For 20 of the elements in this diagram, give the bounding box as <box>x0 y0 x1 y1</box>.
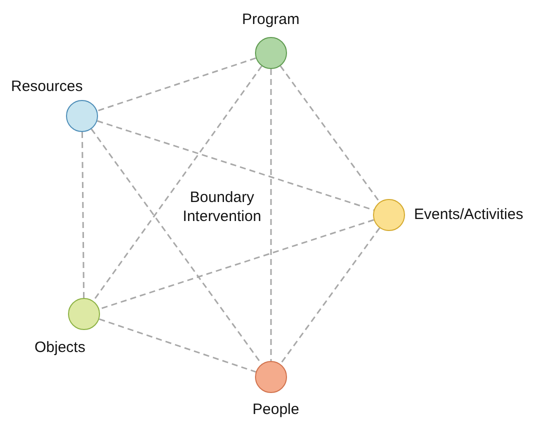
connector-line <box>81 132 85 298</box>
connector-line <box>98 219 374 310</box>
connector-line <box>280 227 380 365</box>
circle-node <box>255 361 287 393</box>
circle-node <box>255 37 287 69</box>
connector-line <box>96 57 256 112</box>
node-label: Program <box>242 11 300 29</box>
connector-line <box>96 120 374 211</box>
circle-node <box>373 199 405 231</box>
connector-line <box>98 318 256 373</box>
center-label: Boundary Intervention <box>182 188 262 226</box>
connector-line <box>270 69 272 361</box>
node-label: Events/Activities <box>414 206 524 224</box>
node-label: People <box>252 401 300 419</box>
node-label: Resources <box>11 78 83 96</box>
node-label: Objects <box>34 339 86 357</box>
connector-line <box>280 65 380 203</box>
connector-line <box>92 66 262 302</box>
circle-node <box>66 100 98 132</box>
circle-node <box>68 298 100 330</box>
